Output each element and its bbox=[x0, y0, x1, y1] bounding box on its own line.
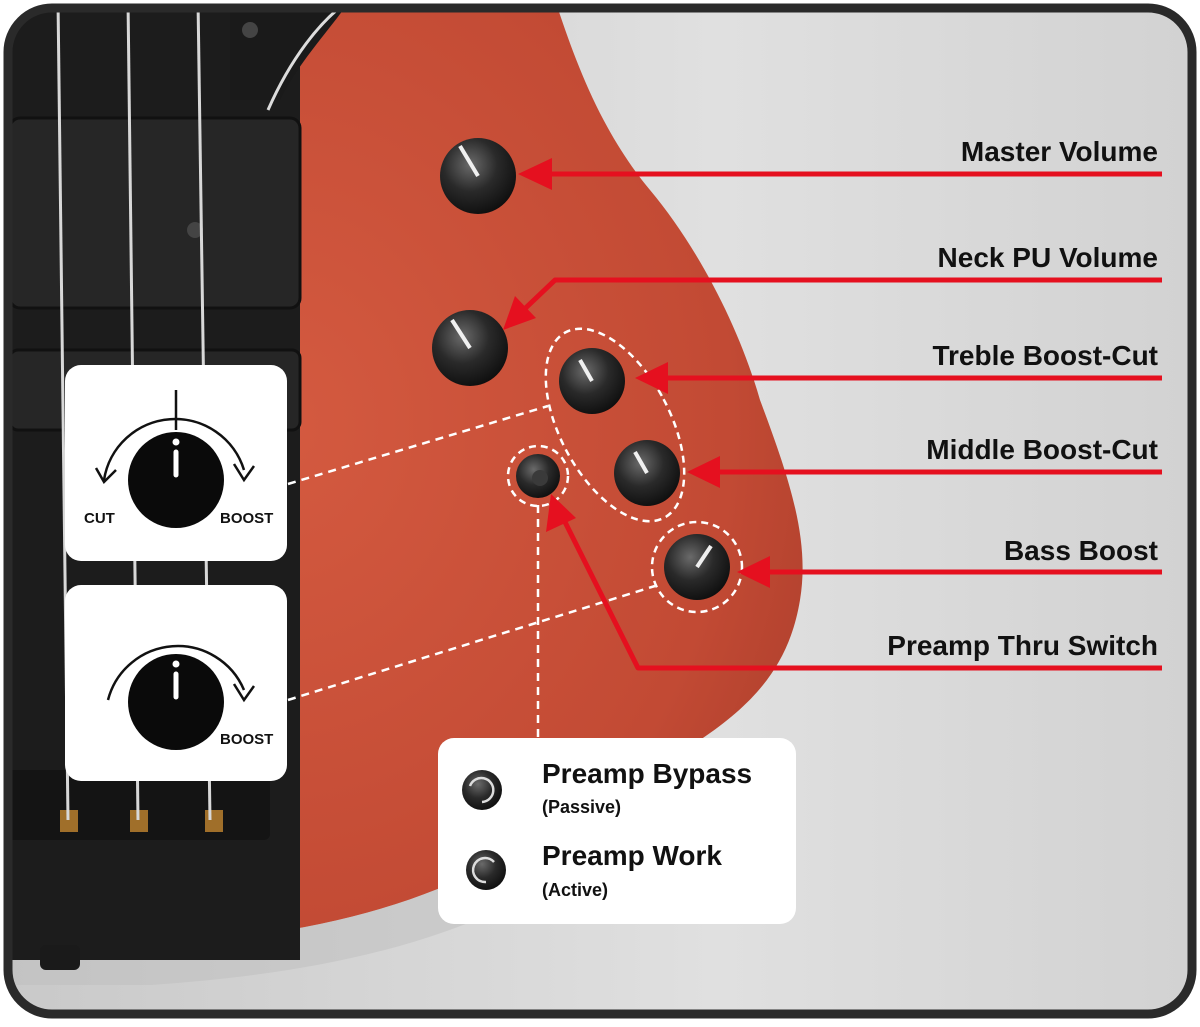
highlight-treble-middle bbox=[544, 327, 686, 523]
frame-border bbox=[3, 3, 1197, 1019]
work-switch-icon bbox=[466, 850, 506, 890]
legend-work-title: Preamp Work bbox=[542, 840, 722, 871]
callout-cut-label: CUT bbox=[84, 510, 115, 527]
highlight-switch bbox=[506, 444, 570, 508]
legend-work-sub: (Active) bbox=[542, 880, 609, 900]
bridge-saddle-2 bbox=[130, 810, 148, 832]
arrowhead-preamp-switch bbox=[546, 494, 576, 532]
pickup-screw bbox=[187, 222, 203, 238]
cut-boost-knob-icon bbox=[94, 390, 256, 528]
pickup-upper bbox=[8, 116, 302, 310]
arrow-neck-pu-volume bbox=[513, 277, 1162, 320]
arrowhead-master-volume bbox=[518, 158, 552, 190]
bass-knob bbox=[664, 534, 730, 600]
callout-boost-only-label: BOOST bbox=[220, 731, 274, 748]
middle-knob bbox=[614, 440, 680, 506]
bridge-saddle-1 bbox=[60, 810, 78, 832]
master-volume-knob bbox=[440, 138, 516, 214]
highlight-bass bbox=[650, 520, 744, 614]
strap-button bbox=[40, 945, 80, 970]
arrowhead-middle bbox=[687, 456, 720, 488]
pickguard-screw bbox=[242, 22, 258, 38]
label-neck-pu-volume: Neck PU Volume bbox=[937, 242, 1158, 273]
label-middle-boost-cut: Middle Boost-Cut bbox=[926, 434, 1158, 465]
legend-box bbox=[438, 738, 796, 924]
label-master-volume: Master Volume bbox=[960, 136, 1158, 167]
legend-bypass-sub: (Passive) bbox=[542, 797, 622, 817]
label-preamp-thru-switch: Preamp Thru Switch bbox=[887, 630, 1158, 661]
callout-boost-label: BOOST bbox=[220, 510, 274, 527]
arrowhead-neck-pu-volume bbox=[503, 296, 536, 330]
preamp-switch-knob bbox=[516, 454, 560, 498]
pickguard-edge bbox=[266, 8, 351, 111]
boost-knob-icon bbox=[106, 644, 256, 750]
neck-pu-volume-knob bbox=[432, 310, 508, 386]
label-bass-boost: Bass Boost bbox=[1003, 535, 1158, 566]
arrowhead-bass bbox=[737, 556, 770, 588]
bridge-saddle-3 bbox=[205, 810, 223, 832]
treble-knob bbox=[559, 348, 625, 414]
label-treble-boost-cut: Treble Boost-Cut bbox=[932, 340, 1158, 371]
connector-treble bbox=[287, 404, 549, 486]
arrow-preamp-switch bbox=[557, 510, 1162, 671]
bypass-switch-icon bbox=[462, 770, 502, 810]
arrowhead-treble bbox=[635, 362, 668, 394]
legend-bypass-title: Preamp Bypass bbox=[542, 758, 753, 789]
